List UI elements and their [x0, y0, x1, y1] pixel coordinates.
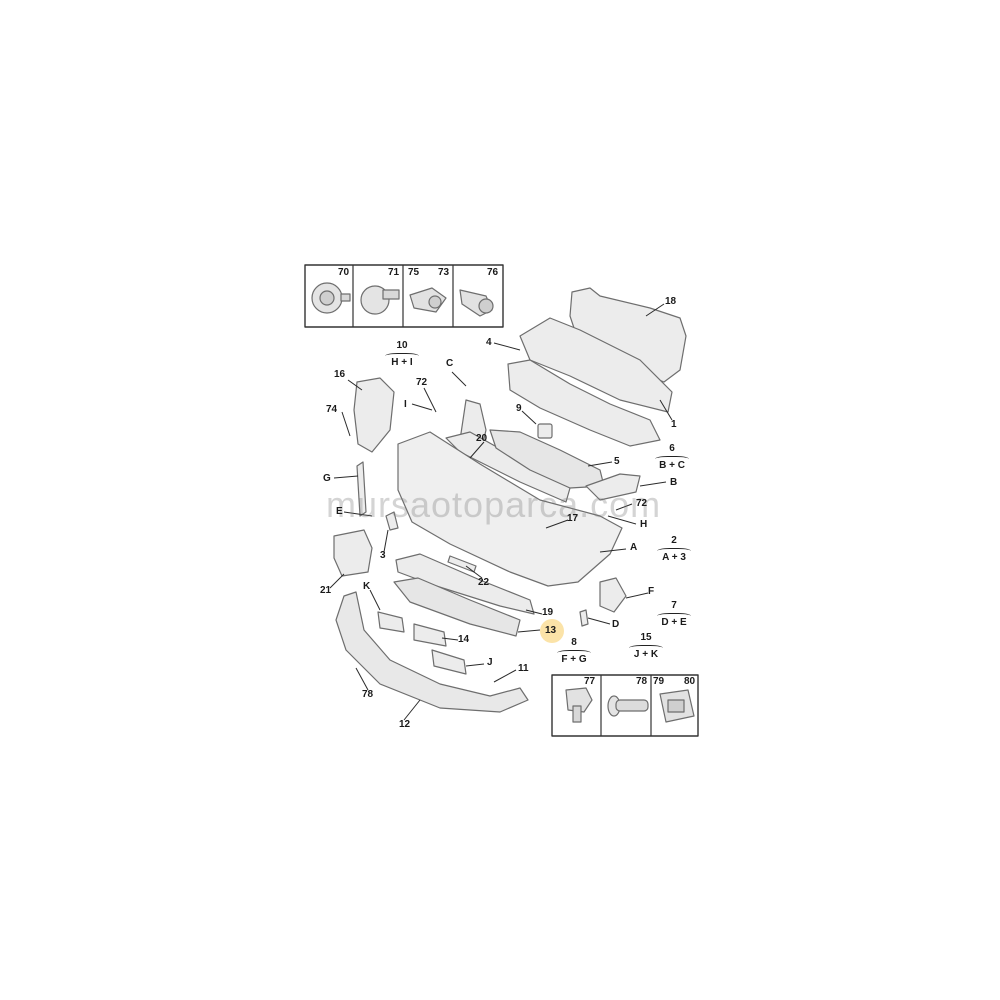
fastener-box-top: [304, 264, 504, 328]
screw-70-icon: [311, 282, 351, 314]
screw-71-icon: [360, 285, 400, 315]
pin-78-icon: [607, 695, 649, 717]
group-8: 8 F + G: [556, 637, 592, 665]
group-2: 2 A + 3: [656, 535, 692, 563]
label-79: 79: [653, 676, 665, 687]
group-10: 10 H + I: [384, 340, 420, 368]
group-15-formula: J + K: [633, 648, 659, 660]
label-71: 71: [388, 267, 400, 278]
label-9: 9: [516, 403, 522, 414]
label-J: J: [487, 657, 493, 668]
label-19: 19: [542, 607, 554, 618]
group-15: 15 J + K: [628, 632, 664, 660]
group-6-number: 6: [669, 443, 675, 454]
group-2-number: 2: [671, 535, 677, 546]
part-F-fog-cover: [599, 577, 627, 613]
label-75: 75: [408, 267, 420, 278]
screw-76-icon: [459, 289, 494, 317]
part-16-bracket: [353, 377, 395, 453]
part-J-lower-insert: [431, 649, 467, 675]
part-A-bumper-shell: [397, 431, 623, 587]
part-1-upper-grille-frame: [507, 359, 661, 447]
bolt-77-icon: [565, 687, 593, 723]
group-10-number: 10: [396, 340, 408, 351]
label-4: 4: [486, 337, 492, 348]
group-8-number: 8: [571, 637, 577, 648]
label-22: 22: [478, 577, 490, 588]
label-72a: 72: [416, 377, 428, 388]
part-D-clip: [579, 609, 589, 627]
label-78b: 78: [636, 676, 648, 687]
part-12-lower-spoiler: [335, 591, 529, 713]
label-73: 73: [438, 267, 450, 278]
part-13-lower-grille: [393, 577, 521, 637]
part-G-side-strip: [356, 461, 367, 517]
label-76: 76: [487, 267, 499, 278]
clip-75-73-icon: [409, 287, 447, 313]
label-5: 5: [614, 456, 620, 467]
group-7-number: 7: [671, 600, 677, 611]
label-3: 3: [380, 550, 386, 561]
label-13: 13: [545, 625, 557, 636]
label-14: 14: [458, 634, 470, 645]
label-16: 16: [334, 369, 346, 380]
label-17: 17: [567, 513, 579, 524]
label-70: 70: [338, 267, 350, 278]
part-21-bracket: [333, 529, 373, 577]
fastener-box-bottom: [551, 674, 699, 737]
label-21: 21: [320, 585, 332, 596]
label-F: F: [648, 586, 655, 597]
group-6-formula: B + C: [659, 459, 685, 471]
nut-79-80-icon: [659, 689, 695, 723]
label-78a: 78: [362, 689, 374, 700]
label-1: 1: [671, 419, 677, 430]
watermark-text: mursaotoparca.com: [326, 484, 662, 525]
group-7: 7 D + E: [656, 600, 692, 628]
label-B: B: [670, 477, 678, 488]
leader-lines: [329, 303, 673, 721]
group-2-formula: A + 3: [662, 551, 686, 563]
group-15-number: 15: [640, 632, 652, 643]
part-9-sensor: [537, 423, 553, 439]
label-D: D: [612, 619, 620, 630]
label-K: K: [363, 581, 371, 592]
label-E: E: [336, 506, 343, 517]
label-11: 11: [518, 663, 529, 674]
label-77: 77: [584, 676, 596, 687]
label-G: G: [323, 473, 331, 484]
group-10-formula: H + I: [391, 356, 413, 368]
group-7-formula: D + E: [661, 616, 687, 628]
group-6: 6 B + C: [654, 443, 690, 471]
label-I: I: [404, 399, 407, 410]
label-C: C: [446, 358, 454, 369]
label-A: A: [630, 542, 638, 553]
part-4-upper-trim: [519, 317, 673, 413]
label-80: 80: [684, 676, 696, 687]
part-K-lower-insert: [377, 611, 405, 633]
part-B-grille-insert: [585, 473, 641, 501]
label-72b: 72: [636, 498, 648, 509]
highlight-13-marker: [540, 619, 564, 643]
label-74: 74: [326, 404, 338, 415]
label-12: 12: [399, 719, 411, 730]
part-19-lower-reinforcement: [395, 553, 535, 615]
group-8-formula: F + G: [561, 653, 587, 665]
label-18: 18: [665, 296, 677, 307]
label-H: H: [640, 519, 648, 530]
label-20: 20: [476, 433, 488, 444]
part-14-lower-insert: [413, 623, 447, 647]
part-E-clip: [385, 511, 399, 531]
